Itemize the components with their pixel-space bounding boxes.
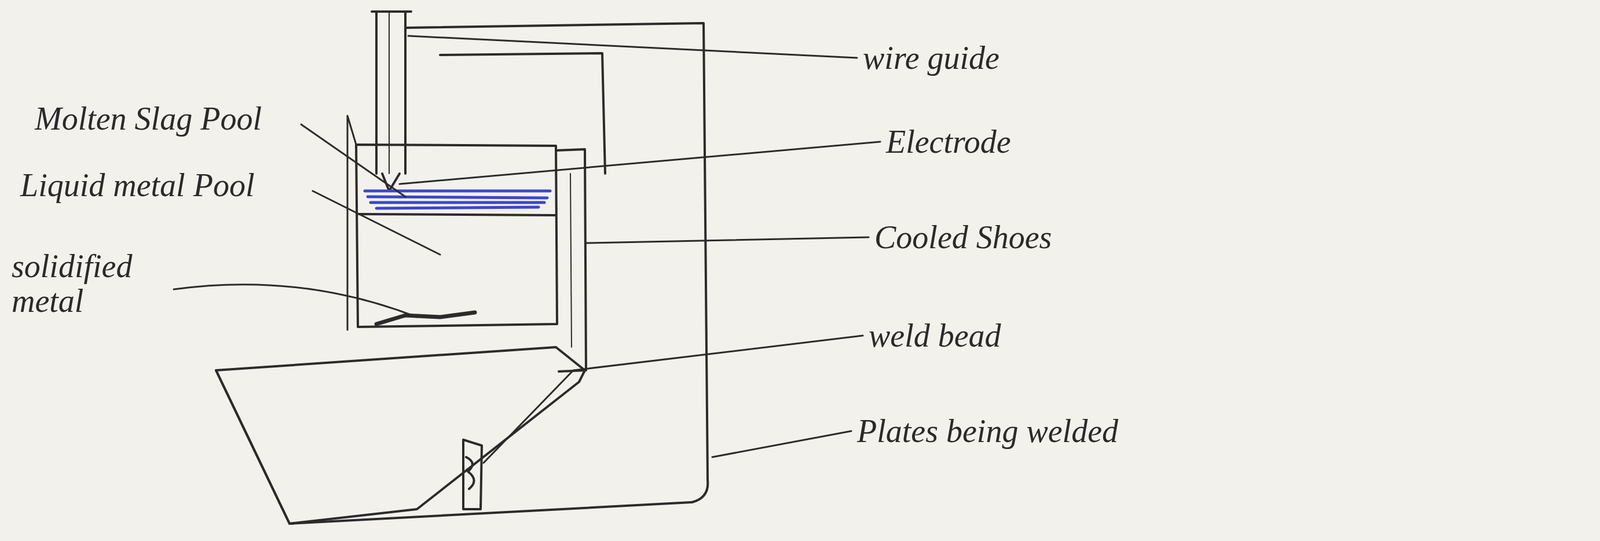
part-label: Liquid metal Pool — [20, 167, 255, 203]
part-label: Cooled Shoes — [874, 220, 1052, 255]
leader-line — [399, 141, 881, 185]
leader-line — [301, 124, 406, 197]
leader-line — [483, 335, 863, 464]
slag-metal-boundary — [359, 214, 556, 216]
plate-edge — [215, 370, 290, 525]
leader-line — [173, 284, 417, 318]
part-label: Molten Slag Pool — [34, 101, 262, 137]
cooled-shoe — [555, 149, 587, 372]
plate-bottom — [289, 502, 693, 525]
part-label: wire guide — [862, 40, 1000, 76]
shoe-channel — [570, 173, 572, 348]
wire-guide — [371, 11, 412, 174]
leader-line — [408, 35, 858, 58]
leader-line — [712, 431, 852, 458]
slag-pool — [364, 191, 551, 209]
part-label: Plates being welded — [857, 414, 1119, 449]
solidified-metal — [376, 312, 475, 325]
leader-line — [586, 237, 869, 244]
part-label: weld bead — [868, 318, 1002, 354]
wire — [388, 11, 390, 174]
part-label: solidified metal — [11, 249, 168, 319]
front-plate — [215, 347, 585, 525]
part-label: Electrode — [885, 124, 1012, 160]
weld-bead — [463, 440, 482, 510]
leader-line — [312, 191, 441, 255]
frame-line — [440, 53, 606, 174]
